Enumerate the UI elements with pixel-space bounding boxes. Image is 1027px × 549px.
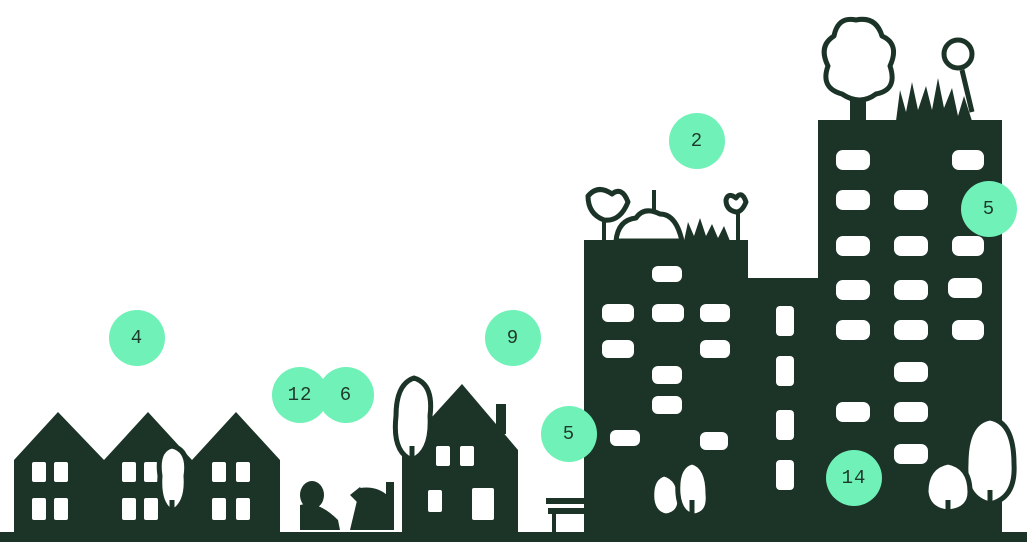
trees-right bbox=[649, 415, 1017, 534]
rooftop-plants bbox=[602, 190, 740, 242]
row-house-windows bbox=[32, 462, 250, 520]
tree-single-house bbox=[392, 375, 434, 534]
ground-line bbox=[0, 532, 1027, 542]
bench-illustration bbox=[546, 498, 608, 532]
marker-trees[interactable]: 14 bbox=[826, 450, 882, 506]
tree-tower-top bbox=[821, 16, 897, 103]
grass-ground bbox=[714, 506, 764, 532]
marker-houses[interactable]: 4 bbox=[109, 310, 165, 366]
flower-tower-top bbox=[941, 37, 975, 113]
single-house-windows bbox=[428, 446, 494, 520]
marker-tower-base[interactable]: 5 bbox=[541, 406, 597, 462]
apartment-left-windows bbox=[602, 266, 794, 490]
apartment-tower-windows bbox=[836, 150, 984, 464]
cloud-bush-rooftop bbox=[585, 187, 749, 244]
rooftop-grass bbox=[850, 78, 972, 122]
marker-single-house[interactable]: 9 bbox=[485, 310, 541, 366]
marker-rooftop[interactable]: 2 bbox=[669, 113, 725, 169]
gardener-illustration bbox=[300, 481, 394, 530]
marker-tower-top[interactable]: 5 bbox=[961, 181, 1017, 237]
tree-houses bbox=[156, 443, 190, 534]
marker-people-b[interactable]: 6 bbox=[318, 367, 374, 423]
